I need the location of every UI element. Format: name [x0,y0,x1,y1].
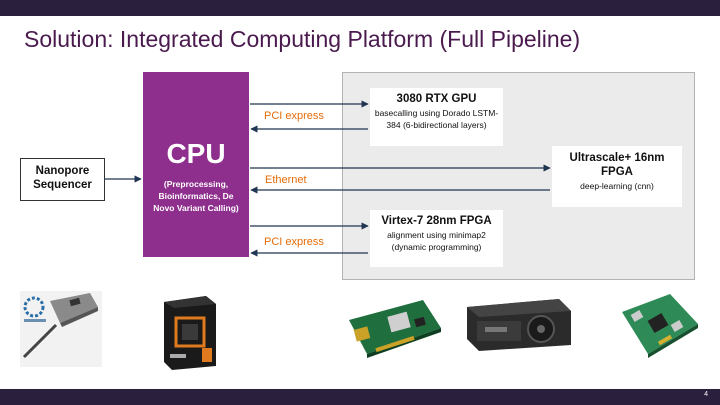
gpu-desc: basecalling using Dorado LSTM-384 (6-bid… [374,108,499,130]
ultrascale-desc: deep-learning (cnn) [580,181,654,191]
rtx-gpu-card-icon [467,299,571,351]
top-bar [0,0,720,16]
virtex-link-label: PCI express [264,236,324,248]
gpu-title: 3080 RTX GPU [396,93,477,105]
sequencer-label: Nanopore Sequencer [33,165,92,191]
slide-title: Solution: Integrated Computing Platform … [24,26,581,52]
amd-cpu-box-icon [164,296,216,370]
cpu-subtitle: (Preprocessing, Bioinformatics, De Novo … [153,179,239,213]
dev-board-icon [622,294,698,358]
fpga-board-icon [349,300,441,358]
cpu-title: CPU [166,138,226,169]
virtex-title: Virtex-7 28nm FPGA [381,215,492,227]
ultrascale-box: Ultrascale+ 16nm FPGA deep-learning (cnn… [552,146,682,207]
page-number: 4 [704,391,708,398]
cpu-block: CPU (Preprocessing, Bioinformatics, De N… [143,72,249,257]
gpu-box: 3080 RTX GPU basecalling using Dorado LS… [370,88,503,146]
sequencer-box: Nanopore Sequencer [20,158,105,201]
nanopore-device-icon [20,291,102,367]
fpga-link-label: Ethernet [265,174,307,186]
virtex-box: Virtex-7 28nm FPGA alignment using minim… [370,210,503,267]
virtex-desc: alignment using minimap2 (dynamic progra… [387,230,486,252]
ultrascale-title: Ultrascale+ 16nm FPGA [569,152,665,178]
bottom-bar: 4 [0,389,720,405]
gpu-link-label: PCI express [264,110,324,122]
